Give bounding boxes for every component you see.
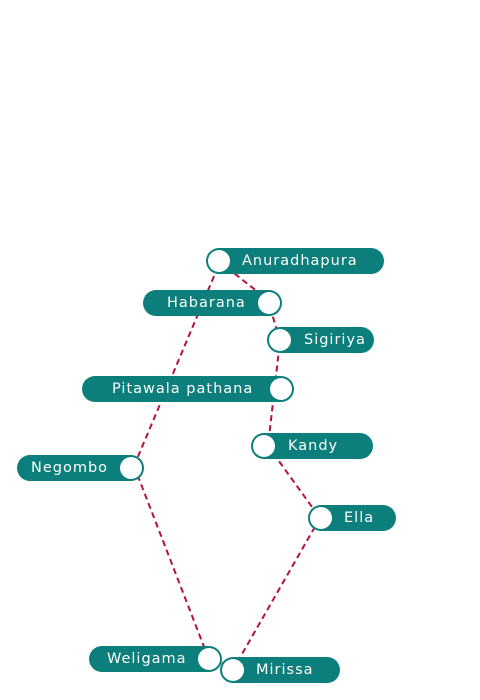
- stop-label-ella: Ella: [344, 510, 375, 526]
- stop-weligama[interactable]: Weligama: [89, 646, 222, 672]
- stop-mirissa[interactable]: Mirissa: [220, 657, 340, 683]
- stop-negombo[interactable]: Negombo: [17, 455, 144, 481]
- stop-dot-weligama: [198, 648, 220, 670]
- stop-dot-ella: [310, 507, 332, 529]
- stop-kandy[interactable]: Kandy: [251, 433, 373, 459]
- stop-pitawala-pathana[interactable]: Pitawala pathana: [82, 376, 294, 402]
- stop-habarana[interactable]: Habarana: [143, 290, 282, 316]
- stop-label-pitawala-pathana: Pitawala pathana: [112, 381, 254, 397]
- stop-dot-negombo: [120, 457, 142, 479]
- stop-label-weligama: Weligama: [107, 651, 187, 667]
- stop-dot-anuradhapura: [208, 250, 230, 272]
- stop-label-habarana: Habarana: [167, 295, 246, 311]
- stop-sigiriya[interactable]: Sigiriya: [267, 327, 374, 353]
- stop-dot-habarana: [258, 292, 280, 314]
- stop-label-kandy: Kandy: [288, 438, 339, 454]
- stop-anuradhapura[interactable]: Anuradhapura: [206, 248, 384, 274]
- stop-dot-pitawala-pathana: [270, 378, 292, 400]
- stop-label-sigiriya: Sigiriya: [304, 332, 366, 348]
- stop-label-negombo: Negombo: [31, 460, 109, 476]
- route-path: [132, 260, 322, 670]
- stop-label-mirissa: Mirissa: [256, 662, 314, 678]
- stop-label-anuradhapura: Anuradhapura: [242, 253, 358, 269]
- stop-dot-sigiriya: [269, 329, 291, 351]
- stop-dot-mirissa: [222, 659, 244, 681]
- stop-ella[interactable]: Ella: [308, 505, 396, 531]
- stop-dot-kandy: [253, 435, 275, 457]
